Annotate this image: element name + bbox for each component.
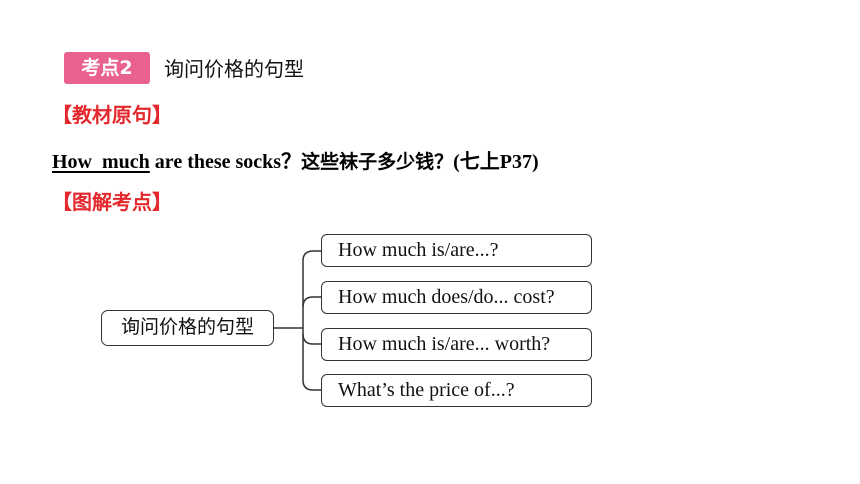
- connector-branch-2: [302, 296, 321, 308]
- sentence-source: (七上P37): [453, 151, 539, 173]
- textbook-sentence: How much are these socks？这些袜子多少钱？(七上P37): [52, 145, 539, 174]
- sentence-chinese: 这些袜子多少钱？: [301, 151, 454, 173]
- mindmap-branch-node: What’s the price of...?: [321, 374, 592, 407]
- mindmap-branch-node: How much is/are...?: [321, 234, 592, 267]
- mindmap-branch-node: How much does/do... cost?: [321, 281, 592, 314]
- topic-badge: 考点2: [64, 52, 150, 84]
- diagram-heading: 【图解考点】: [52, 190, 172, 214]
- sentence-keyword-much: much: [102, 151, 150, 173]
- mindmap-branch-node: How much is/are... worth?: [321, 328, 592, 361]
- mindmap-center-node: 询问价格的句型: [101, 310, 274, 346]
- topic-title: 询问价格的句型: [164, 57, 304, 81]
- connector-spine: [302, 250, 321, 391]
- textbook-sentence-heading: 【教材原句】: [52, 103, 172, 127]
- sentence-keyword-how: How: [52, 151, 92, 173]
- sentence-english-rest: are these socks？: [149, 151, 302, 173]
- sentence-keyword-gap: [92, 151, 102, 173]
- connector-branch-3: [302, 333, 321, 345]
